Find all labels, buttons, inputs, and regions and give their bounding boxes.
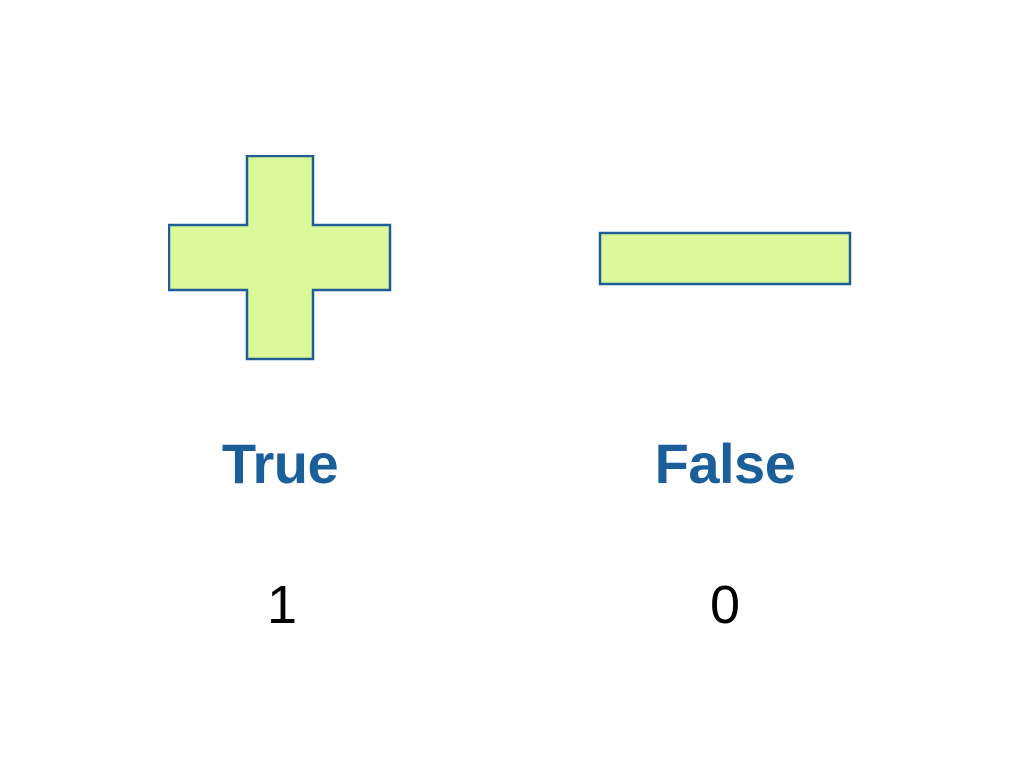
false-value: 0 — [709, 575, 741, 635]
minus-icon — [598, 231, 852, 286]
minus-shape-rect — [598, 231, 852, 286]
false-label: False — [654, 432, 796, 495]
plus-shape-path — [168, 155, 392, 361]
true-value: 1 — [266, 575, 298, 635]
true-label: True — [221, 432, 339, 495]
plus-icon — [168, 155, 392, 361]
